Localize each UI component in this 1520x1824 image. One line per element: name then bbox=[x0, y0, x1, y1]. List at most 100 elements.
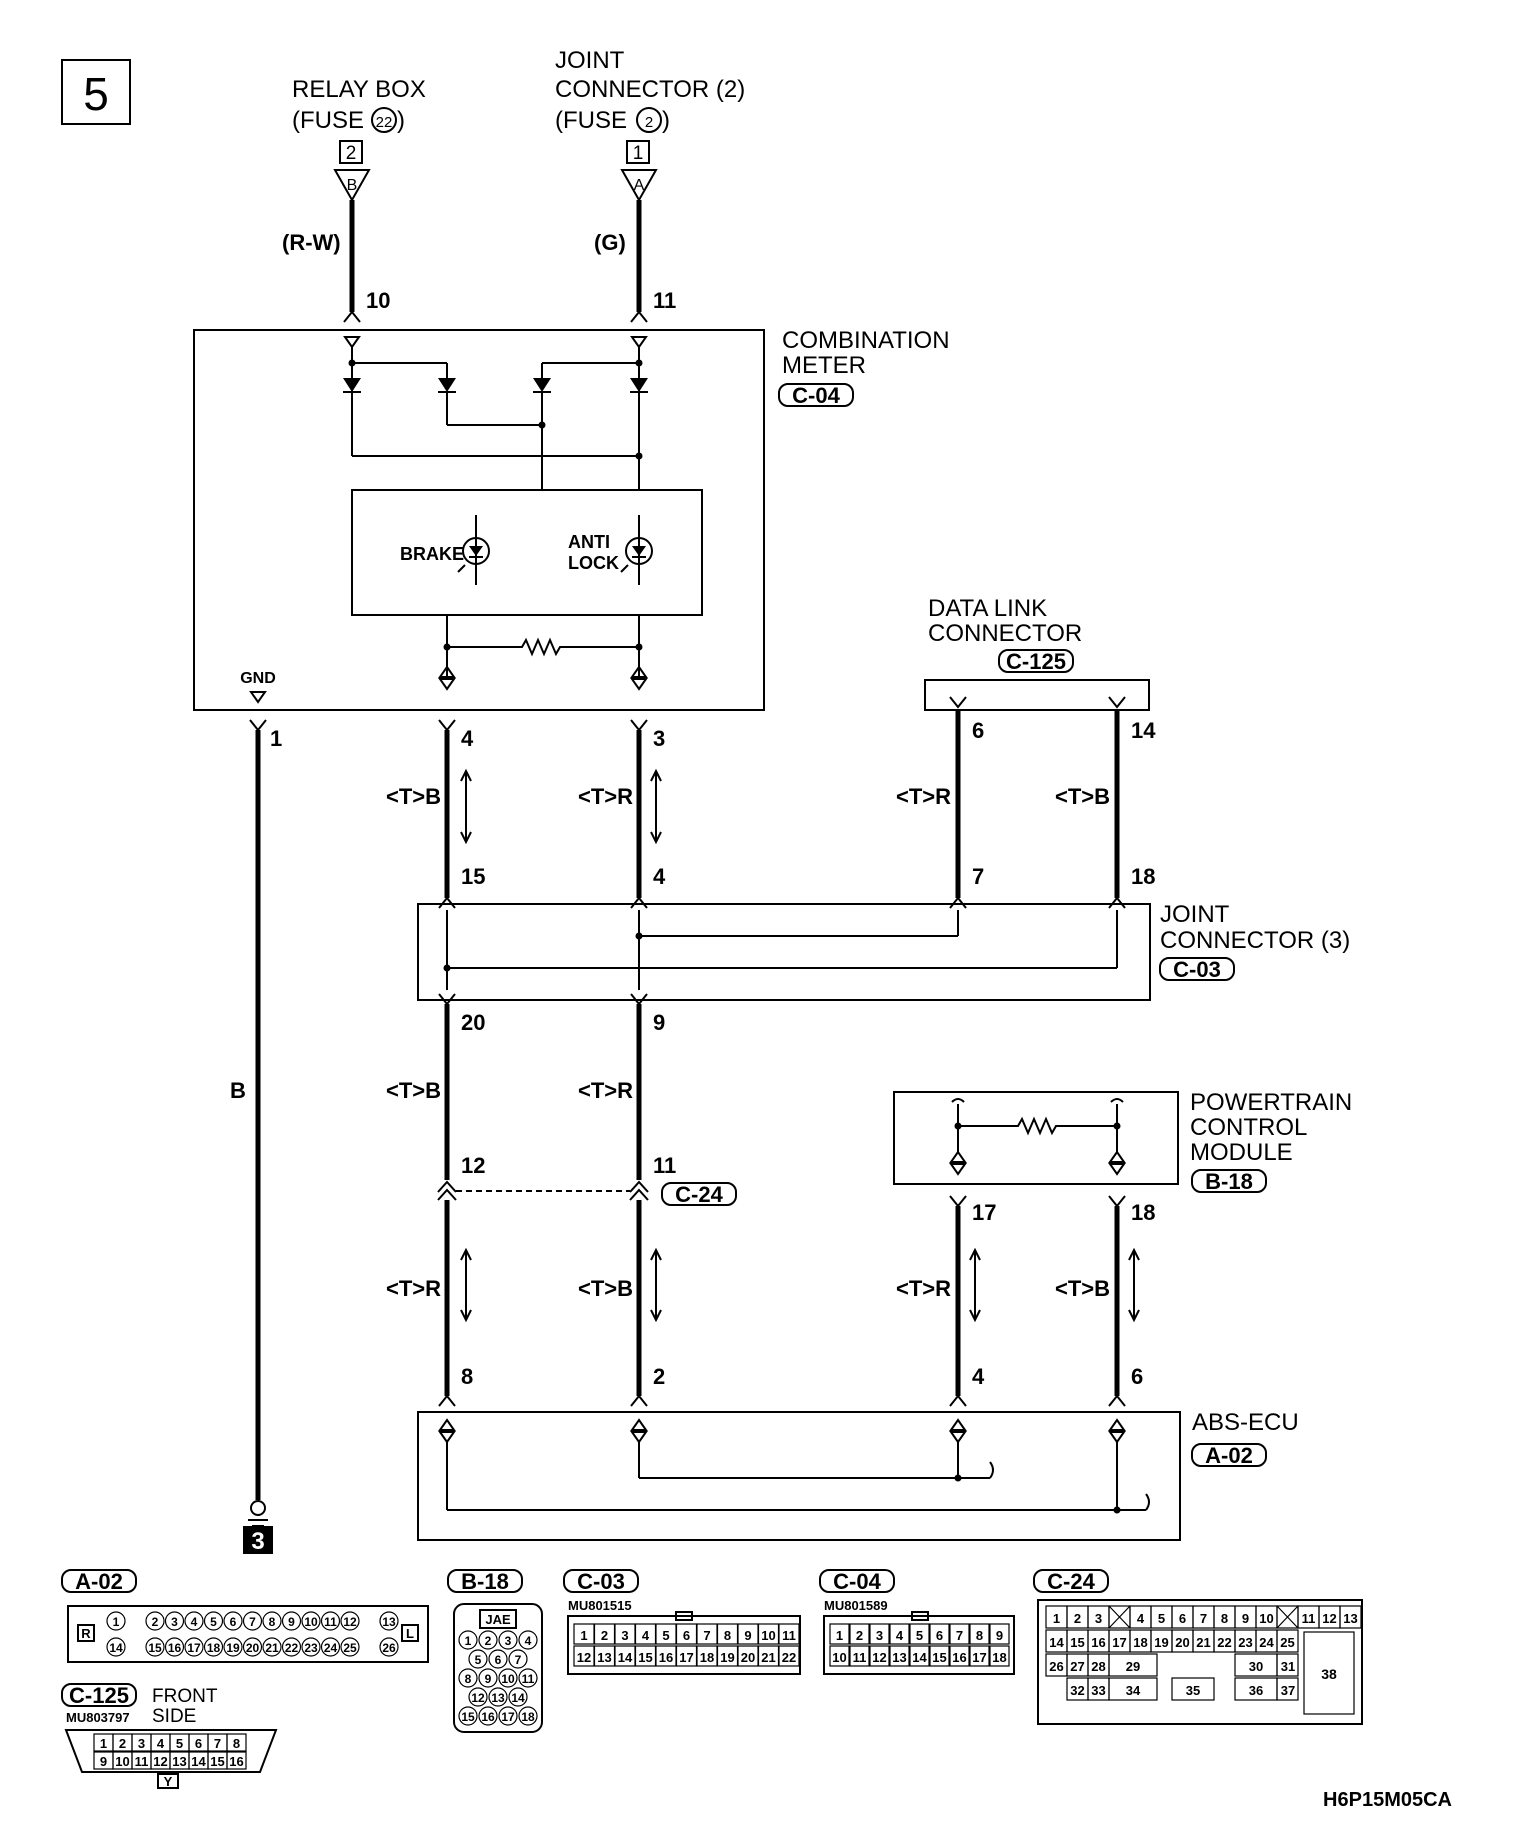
pin-number: 8 bbox=[269, 1615, 276, 1629]
pin-cell bbox=[184, 1637, 204, 1657]
pin-cell bbox=[262, 1637, 282, 1657]
pin-number: 26 bbox=[382, 1641, 396, 1655]
pin-number: 17 bbox=[501, 1710, 515, 1724]
pin-number: 2 bbox=[119, 1736, 126, 1751]
joint3-label-2: CONNECTOR (3) bbox=[1160, 927, 1350, 954]
pcm-label-2: CONTROL bbox=[1190, 1114, 1307, 1141]
pin-number: 17 bbox=[679, 1650, 693, 1665]
pin-number: 3 bbox=[138, 1736, 145, 1751]
pin-number: 27 bbox=[1070, 1659, 1084, 1674]
pin-number: 30 bbox=[1249, 1659, 1263, 1674]
pin-number: 28 bbox=[1091, 1659, 1105, 1674]
footer-c03-id: C-03 bbox=[577, 1569, 625, 1594]
brake-lamp-icon bbox=[457, 515, 490, 585]
anti-lock-label-1: ANTI bbox=[568, 532, 610, 552]
pin-cell bbox=[949, 1645, 970, 1667]
pin-cell bbox=[301, 1637, 321, 1657]
pin-number: 4 bbox=[191, 1615, 198, 1629]
pin-number: 12 bbox=[471, 1691, 485, 1705]
pcm-18-wire-color: <T>B bbox=[1055, 1276, 1110, 1301]
pcm-box bbox=[893, 1091, 1179, 1185]
pin-number: 13 bbox=[491, 1691, 505, 1705]
pin-number: 14 bbox=[618, 1650, 633, 1665]
data-link-box bbox=[924, 679, 1150, 711]
pin-cell bbox=[969, 1645, 990, 1667]
pin-number: 11 bbox=[135, 1754, 149, 1769]
pin-cell bbox=[203, 1637, 224, 1657]
joint3-pin-9: 9 bbox=[653, 1010, 665, 1035]
blank-cavity bbox=[1108, 1605, 1131, 1629]
pin-cell bbox=[929, 1623, 950, 1645]
pin-number: 7 bbox=[515, 1653, 522, 1667]
joint3-pin-4: 4 bbox=[653, 864, 666, 889]
pin-cell bbox=[869, 1645, 890, 1667]
pin-number: 35 bbox=[1186, 1683, 1200, 1698]
relay-box-pin: 10 bbox=[366, 288, 390, 313]
pin-cell bbox=[929, 1645, 950, 1667]
pin-number: 14 bbox=[511, 1691, 525, 1705]
pin-number: 8 bbox=[724, 1628, 731, 1643]
pin-cell bbox=[508, 1649, 528, 1669]
pin-number: 36 bbox=[1249, 1683, 1263, 1698]
pin-number: 16 bbox=[1091, 1635, 1105, 1650]
pin-number: 5 bbox=[475, 1653, 482, 1667]
pin-number: 16 bbox=[168, 1641, 182, 1655]
pin-cell bbox=[301, 1611, 321, 1631]
pin-number: 2 bbox=[485, 1634, 492, 1648]
pin-cell bbox=[869, 1623, 890, 1645]
pin-cell bbox=[889, 1623, 910, 1645]
pin-number: 10 bbox=[115, 1754, 129, 1769]
joint2-label-2: CONNECTOR (2) bbox=[555, 76, 745, 103]
pin-cell bbox=[379, 1611, 399, 1631]
joint2-fuse-close: ) bbox=[662, 107, 670, 134]
wire-20-color: <T>B bbox=[386, 1078, 441, 1103]
abs-ecu-label: ABS-ECU bbox=[1192, 1409, 1299, 1436]
pin-number: 6 bbox=[1179, 1611, 1186, 1626]
pin-number: 4 bbox=[525, 1634, 532, 1648]
pin-cell bbox=[164, 1611, 185, 1631]
pcm-pin-17: 17 bbox=[972, 1200, 996, 1225]
pin-cell bbox=[458, 1668, 478, 1688]
joint3-pin-7: 7 bbox=[972, 864, 984, 889]
pin-number: 19 bbox=[226, 1641, 240, 1655]
pin-cell bbox=[488, 1649, 508, 1669]
pin-number: 9 bbox=[996, 1628, 1003, 1643]
pin-number: 6 bbox=[195, 1736, 202, 1751]
pin-number: 13 bbox=[892, 1650, 906, 1665]
pin-number: 5 bbox=[210, 1615, 217, 1629]
c24-tag: C-24 bbox=[675, 1182, 723, 1207]
pin-number: 15 bbox=[638, 1650, 652, 1665]
gnd-wire-color: B bbox=[230, 1078, 246, 1103]
pin-number: 7 bbox=[214, 1736, 221, 1751]
pin-number: 1 bbox=[113, 1615, 120, 1629]
pin-number: 11 bbox=[1302, 1611, 1316, 1626]
pin-cell bbox=[340, 1637, 360, 1657]
footer-b18-face bbox=[453, 1603, 543, 1733]
pin-cell bbox=[518, 1668, 538, 1688]
pin-cell bbox=[226, 1733, 247, 1752]
footer-c125-id: C-125 bbox=[69, 1683, 129, 1708]
anti-lock-lamp-icon bbox=[620, 515, 653, 585]
footer-c03-face bbox=[567, 1615, 801, 1675]
footer-c04-part: MU801589 bbox=[824, 1598, 888, 1613]
pcm-17-wire-color: <T>R bbox=[896, 1276, 951, 1301]
pin-cell bbox=[1276, 1677, 1299, 1701]
pin-number: 24 bbox=[1259, 1635, 1274, 1650]
dlc-14-wire-color: <T>B bbox=[1055, 784, 1110, 809]
pin-cell bbox=[989, 1623, 1010, 1645]
combination-meter-box bbox=[193, 329, 765, 711]
pin-cell bbox=[106, 1637, 126, 1657]
joint3-id: C-03 bbox=[1173, 957, 1221, 982]
pin-number: 2 bbox=[856, 1628, 863, 1643]
pin-number: 12 bbox=[343, 1615, 357, 1629]
pin-number: 7 bbox=[1200, 1611, 1207, 1626]
pin-cell bbox=[281, 1611, 302, 1631]
footer-c03-part: MU801515 bbox=[568, 1598, 632, 1613]
pin-cell bbox=[262, 1611, 282, 1631]
pin-number: 7 bbox=[249, 1615, 256, 1629]
pin-cell bbox=[909, 1623, 930, 1645]
pin-cell bbox=[458, 1630, 478, 1650]
pin-number: 4 bbox=[896, 1628, 904, 1643]
pin-cell bbox=[849, 1623, 870, 1645]
